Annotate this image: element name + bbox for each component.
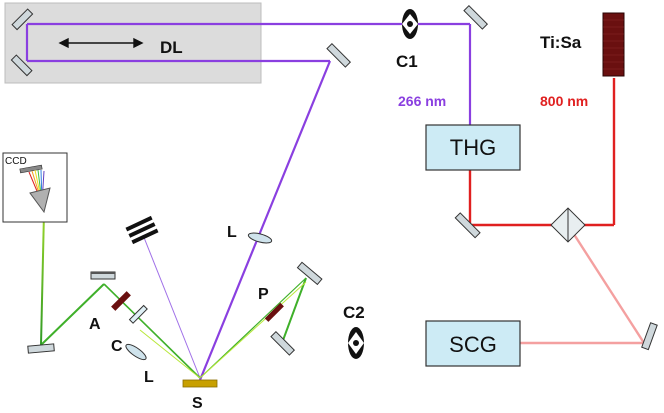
mirror-backing bbox=[91, 272, 115, 274]
lens-top-label: L bbox=[227, 224, 237, 241]
delay-arrow bbox=[58, 37, 144, 49]
beamsplitter-cube-icon bbox=[550, 207, 586, 243]
lens-icon bbox=[125, 343, 147, 361]
thg-box bbox=[425, 124, 521, 171]
compensator-icon bbox=[128, 304, 148, 324]
scg-label: SCG bbox=[449, 332, 497, 357]
lens-bottom-label: L bbox=[144, 369, 154, 386]
sample-label: S bbox=[192, 395, 203, 412]
chopper-icon bbox=[402, 9, 418, 39]
wl-beam-from-sample-2 bbox=[139, 329, 201, 379]
wl-beam-seg1 bbox=[281, 277, 307, 344]
wl-beam-to-ccd bbox=[40, 211, 45, 346]
analyzer-label: A bbox=[89, 316, 101, 333]
chopper-2-label: C2 bbox=[343, 303, 365, 322]
ir-beam-path bbox=[468, 78, 616, 227]
chopper-1-label: C1 bbox=[396, 52, 418, 71]
ir-wavelength-label: 800 nm bbox=[540, 93, 588, 109]
beam-dump-icon bbox=[125, 215, 159, 245]
polarizer-label: P bbox=[258, 286, 269, 303]
uv-wavelength-label: 266 nm bbox=[398, 93, 446, 109]
lens-icon bbox=[247, 232, 273, 244]
thg-label: THG bbox=[450, 135, 496, 160]
prism-icon bbox=[29, 187, 51, 214]
laser-stripes bbox=[603, 19, 624, 70]
delay-line-label: DL bbox=[160, 38, 183, 57]
uv-reflection bbox=[142, 234, 201, 379]
uv-beam-path bbox=[25, 22, 472, 381]
analyzer-icon bbox=[111, 291, 131, 311]
mirror-icon bbox=[10, 4, 658, 356]
scg-box bbox=[425, 320, 521, 367]
laser-body bbox=[602, 12, 625, 77]
ccd-label: CCD bbox=[5, 156, 27, 167]
ir-faded-path bbox=[520, 224, 646, 345]
polarizer-icon bbox=[264, 302, 284, 322]
wl-beam-seg2 bbox=[40, 283, 105, 346]
compensator-label: C bbox=[111, 338, 123, 355]
ccd-sensor bbox=[19, 164, 43, 174]
sample bbox=[182, 379, 218, 388]
wl-beam-to-sample-2 bbox=[199, 281, 307, 379]
wl-beam-from-sample bbox=[103, 283, 201, 379]
chopper-icon bbox=[348, 327, 364, 359]
laser-label: Ti:Sa bbox=[540, 33, 582, 52]
